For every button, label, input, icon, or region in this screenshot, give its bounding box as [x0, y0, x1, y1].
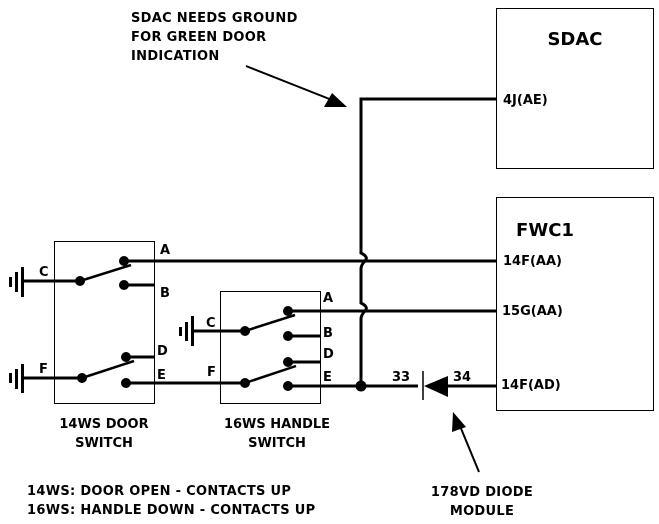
door-switch-term-b: B	[160, 286, 170, 301]
fwc1-pin-14f-ad: 14F(AD)	[501, 378, 561, 393]
fwc1-unit: FWC1 14F(AA) 15G(AA) 14F(AD)	[496, 197, 654, 411]
sdac-title: SDAC	[547, 29, 602, 50]
door-switch-blade-1	[79, 263, 132, 283]
diode-pin-34: 34	[453, 370, 471, 385]
sdac-box	[496, 8, 654, 169]
diode-module-line-1: 178VD DIODE	[431, 485, 533, 500]
ground-icon	[9, 364, 24, 393]
diode-pin-33: 33	[392, 370, 410, 385]
sdac-unit: SDAC 4J(AE)	[496, 8, 654, 169]
door-switch-box	[54, 241, 155, 404]
diode-icon	[422, 371, 448, 400]
handle-switch-term-e: E	[323, 370, 332, 385]
fwc1-pin-14f-aa: 14F(AA)	[503, 254, 562, 269]
sdac-note-line-3: INDICATION	[131, 49, 220, 64]
handle-switch-blade-2	[244, 364, 297, 385]
sdac-note-line-1: SDAC NEEDS GROUND	[131, 11, 298, 26]
sdac-ground-wire	[359, 97, 497, 386]
sdac-note-line-2: FOR GREEN DOOR	[131, 30, 266, 45]
sdac-note-arrow-icon	[245, 65, 347, 107]
ground-icon	[179, 316, 194, 346]
handle-switch-name-line-1: 16WS HANDLE	[224, 417, 330, 432]
handle-switch-box	[220, 291, 321, 404]
handle-switch-name-line-2: SWITCH	[248, 436, 306, 451]
handle-switch-term-c: C	[206, 316, 216, 331]
handle-switch-blade-1	[244, 313, 296, 333]
handle-switch-term-a: A	[323, 291, 333, 306]
diode-module-line-2: MODULE	[450, 504, 514, 519]
sdac-ground-note: SDAC NEEDS GROUND FOR GREEN DOOR INDICAT…	[131, 11, 298, 64]
handle-switch-16ws: C A B F D E 16WS HANDLE SWITCH	[179, 291, 418, 451]
door-switch-blade-2	[81, 359, 135, 380]
fwc1-box	[496, 197, 654, 411]
door-switch-term-f: F	[39, 362, 48, 377]
door-switch-name-line-1: 14WS DOOR	[59, 417, 148, 432]
condition-16ws: 16WS: HANDLE DOWN - CONTACTS UP	[27, 503, 315, 518]
handle-switch-term-d: D	[323, 347, 334, 362]
door-switch-term-d: D	[157, 344, 168, 359]
junction-dot	[355, 380, 367, 392]
ground-icon	[9, 267, 24, 297]
diode-note-arrow-icon	[452, 412, 480, 473]
handle-switch-term-b: B	[323, 326, 333, 341]
handle-switch-term-f: F	[207, 365, 216, 380]
door-switch-14ws: C A B F D E 14WS DOOR SWITCH	[9, 241, 350, 451]
door-switch-term-e: E	[157, 368, 166, 383]
door-switch-name-line-2: SWITCH	[75, 436, 133, 451]
door-switch-term-c: C	[39, 265, 49, 280]
sdac-pin-4j-ae: 4J(AE)	[503, 93, 548, 108]
door-switch-term-a: A	[160, 243, 170, 258]
condition-14ws: 14WS: DOOR OPEN - CONTACTS UP	[27, 484, 291, 499]
fwc1-title: FWC1	[516, 220, 574, 241]
fwc1-pin-15g-aa: 15G(AA)	[502, 304, 563, 319]
